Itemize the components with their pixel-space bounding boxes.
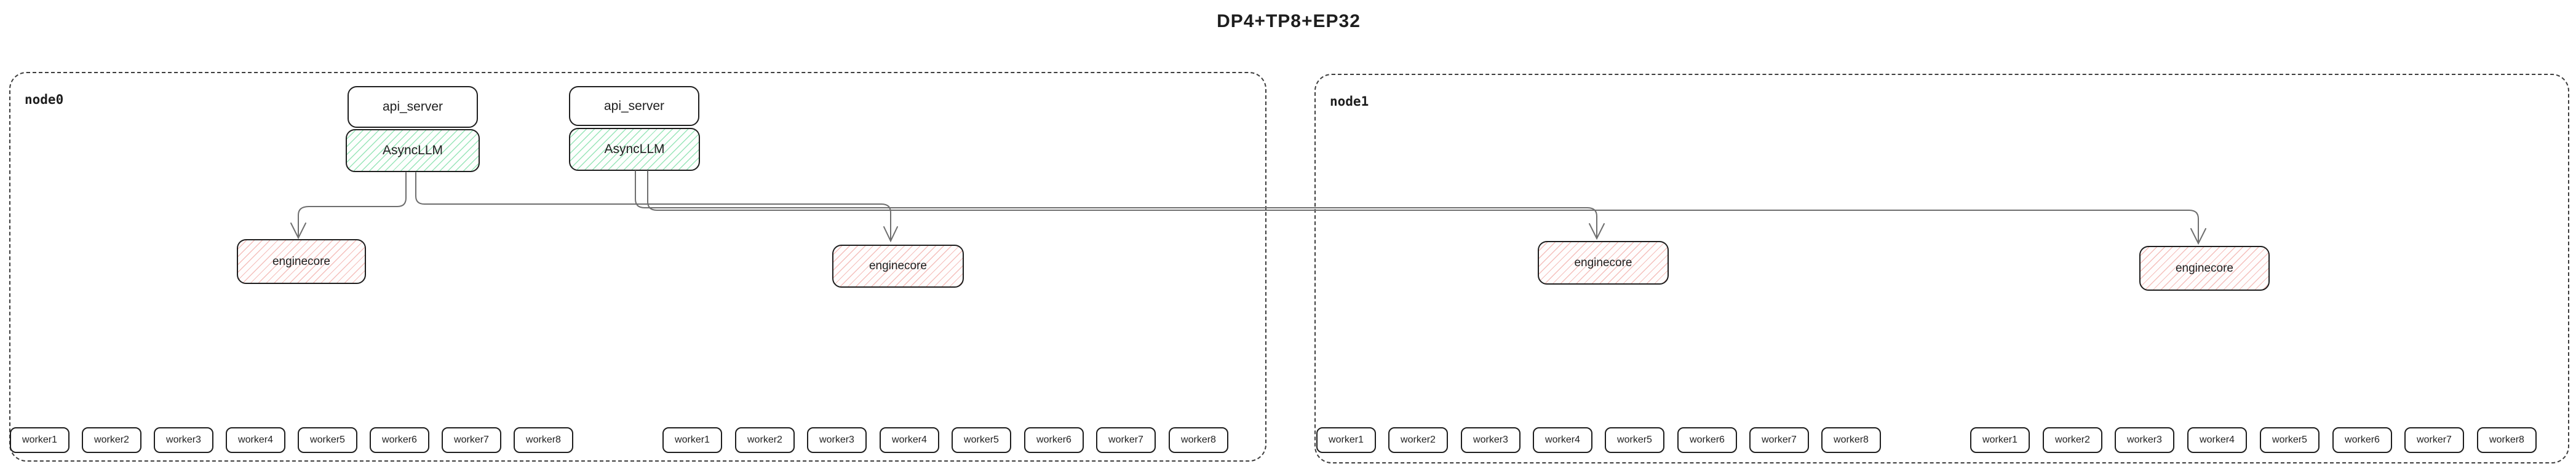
worker-box: worker7 bbox=[1096, 427, 1156, 453]
worker-box: worker2 bbox=[82, 427, 141, 453]
worker-box: worker5 bbox=[1605, 427, 1664, 453]
worker-box: worker1 bbox=[662, 427, 722, 453]
enginecore-box: enginecore bbox=[2139, 246, 2270, 291]
worker-box: worker7 bbox=[1749, 427, 1809, 453]
node1-label: node1 bbox=[1330, 94, 1369, 109]
worker-box: worker1 bbox=[1970, 427, 2030, 453]
node0-box bbox=[9, 72, 1266, 462]
asyncllm-box: AsyncLLM bbox=[569, 128, 700, 171]
worker-box: worker4 bbox=[2187, 427, 2247, 453]
worker-box: worker4 bbox=[226, 427, 285, 453]
worker-box: worker6 bbox=[1024, 427, 1084, 453]
enginecore-box: enginecore bbox=[832, 245, 964, 288]
worker-box: worker1 bbox=[10, 427, 70, 453]
worker-box: worker3 bbox=[2115, 427, 2174, 453]
worker-box: worker7 bbox=[2404, 427, 2464, 453]
worker-box: worker6 bbox=[1677, 427, 1737, 453]
diagram-title: DP4+TP8+EP32 bbox=[1217, 11, 1361, 31]
worker-box: worker3 bbox=[1461, 427, 1521, 453]
node0-label: node0 bbox=[25, 92, 64, 107]
worker-box: worker6 bbox=[370, 427, 429, 453]
worker-box: worker2 bbox=[2043, 427, 2102, 453]
worker-box: worker2 bbox=[735, 427, 795, 453]
worker-box: worker2 bbox=[1388, 427, 1448, 453]
worker-box: worker8 bbox=[2477, 427, 2537, 453]
worker-box: worker8 bbox=[514, 427, 573, 453]
asyncllm-box: AsyncLLM bbox=[346, 129, 480, 172]
worker-box: worker3 bbox=[807, 427, 867, 453]
worker-box: worker1 bbox=[1316, 427, 1376, 453]
node1-box bbox=[1314, 74, 2569, 463]
worker-box: worker6 bbox=[2332, 427, 2392, 453]
worker-box: worker8 bbox=[1169, 427, 1228, 453]
worker-box: worker8 bbox=[1821, 427, 1881, 453]
worker-box: worker5 bbox=[2260, 427, 2320, 453]
api-server-box: api_server bbox=[348, 86, 478, 128]
api-server-box: api_server bbox=[569, 86, 699, 126]
worker-box: worker5 bbox=[298, 427, 357, 453]
worker-box: worker5 bbox=[952, 427, 1011, 453]
enginecore-box: enginecore bbox=[237, 239, 366, 284]
enginecore-box: enginecore bbox=[1538, 241, 1669, 285]
worker-box: worker7 bbox=[442, 427, 501, 453]
worker-box: worker4 bbox=[1533, 427, 1592, 453]
worker-box: worker4 bbox=[880, 427, 939, 453]
worker-box: worker3 bbox=[154, 427, 213, 453]
